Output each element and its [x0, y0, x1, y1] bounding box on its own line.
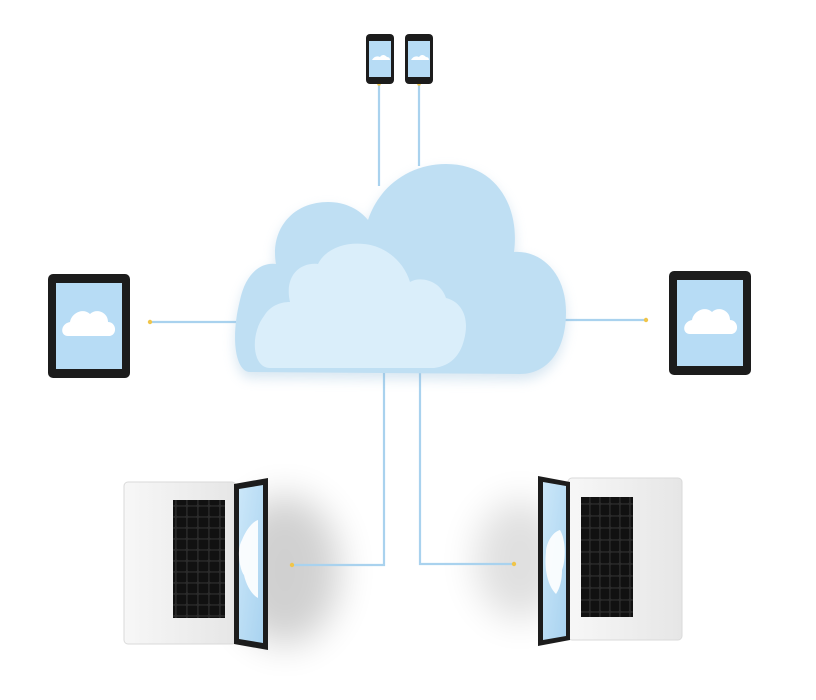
tablet-left — [48, 274, 130, 378]
laptop-left — [123, 478, 268, 650]
laptop-left-keyboard — [173, 500, 225, 618]
cable-laptop-left — [292, 372, 386, 567]
smartphone-right — [405, 34, 433, 84]
smartphone-left — [366, 34, 394, 84]
cables — [150, 84, 646, 567]
cloud-icon — [235, 164, 567, 380]
cloud-front — [254, 243, 466, 368]
tablet-right — [669, 271, 751, 375]
cable-laptop-right — [418, 372, 514, 566]
laptop-right — [538, 476, 683, 646]
laptop-right-keyboard — [581, 497, 633, 617]
